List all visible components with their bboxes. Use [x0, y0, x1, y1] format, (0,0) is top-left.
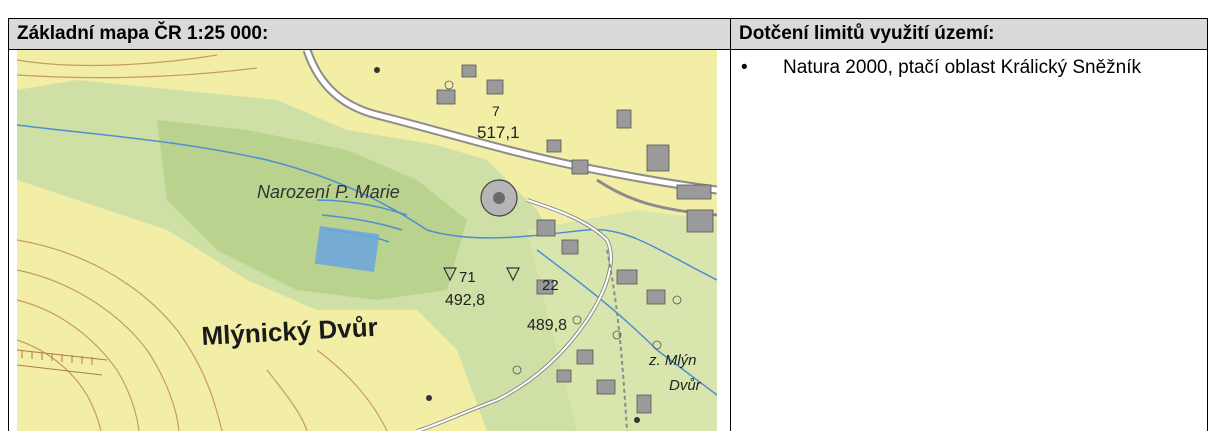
topographic-map: Narození P. Marie 517,1 7 71 492,8 22 48…	[17, 50, 717, 431]
limits-cell: • Natura 2000, ptačí oblast Králický Sně…	[730, 49, 1208, 431]
map-column-header: Základní mapa ČR 1:25 000:	[8, 18, 731, 50]
tree-symbols	[444, 80, 682, 375]
limits-column-header: Dotčení limitů využití území:	[730, 18, 1208, 50]
list-item: • Natura 2000, ptačí oblast Králický Sně…	[731, 56, 1207, 79]
map-label-num-7: 7	[492, 103, 500, 119]
contour-lines	[17, 54, 388, 431]
map-label-elev-489: 489,8	[527, 317, 567, 334]
right-meadow	[527, 210, 717, 431]
map-label-elev-492: 492,8	[445, 292, 485, 309]
map-label-elev-517: 517,1	[477, 123, 520, 142]
limits-list: • Natura 2000, ptačí oblast Králický Sně…	[731, 56, 1207, 79]
bullet-icon: •	[741, 57, 748, 78]
limit-text: Natura 2000, ptačí oblast Králický Sněžn…	[783, 57, 1142, 78]
map-label-num-71: 71	[459, 269, 476, 286]
pond	[314, 226, 380, 272]
content-row: Narození P. Marie 517,1 7 71 492,8 22 48…	[8, 49, 1208, 431]
document-table: Základní mapa ČR 1:25 000: Dotčení limit…	[8, 18, 1208, 431]
map-label-church: Narození P. Marie	[257, 182, 400, 202]
map-label-num-22: 22	[542, 277, 559, 294]
buildings	[436, 64, 714, 414]
map-label-place-small-1: z. Mlýn	[648, 352, 697, 369]
forest-area	[157, 120, 467, 300]
header-row: Základní mapa ČR 1:25 000: Dotčení limit…	[8, 18, 1208, 50]
map-cell: Narození P. Marie 517,1 7 71 492,8 22 48…	[8, 49, 731, 431]
roads	[302, 50, 717, 431]
map-label-place-small-2: Dvůr	[669, 377, 702, 394]
slope-hatching	[17, 349, 108, 376]
